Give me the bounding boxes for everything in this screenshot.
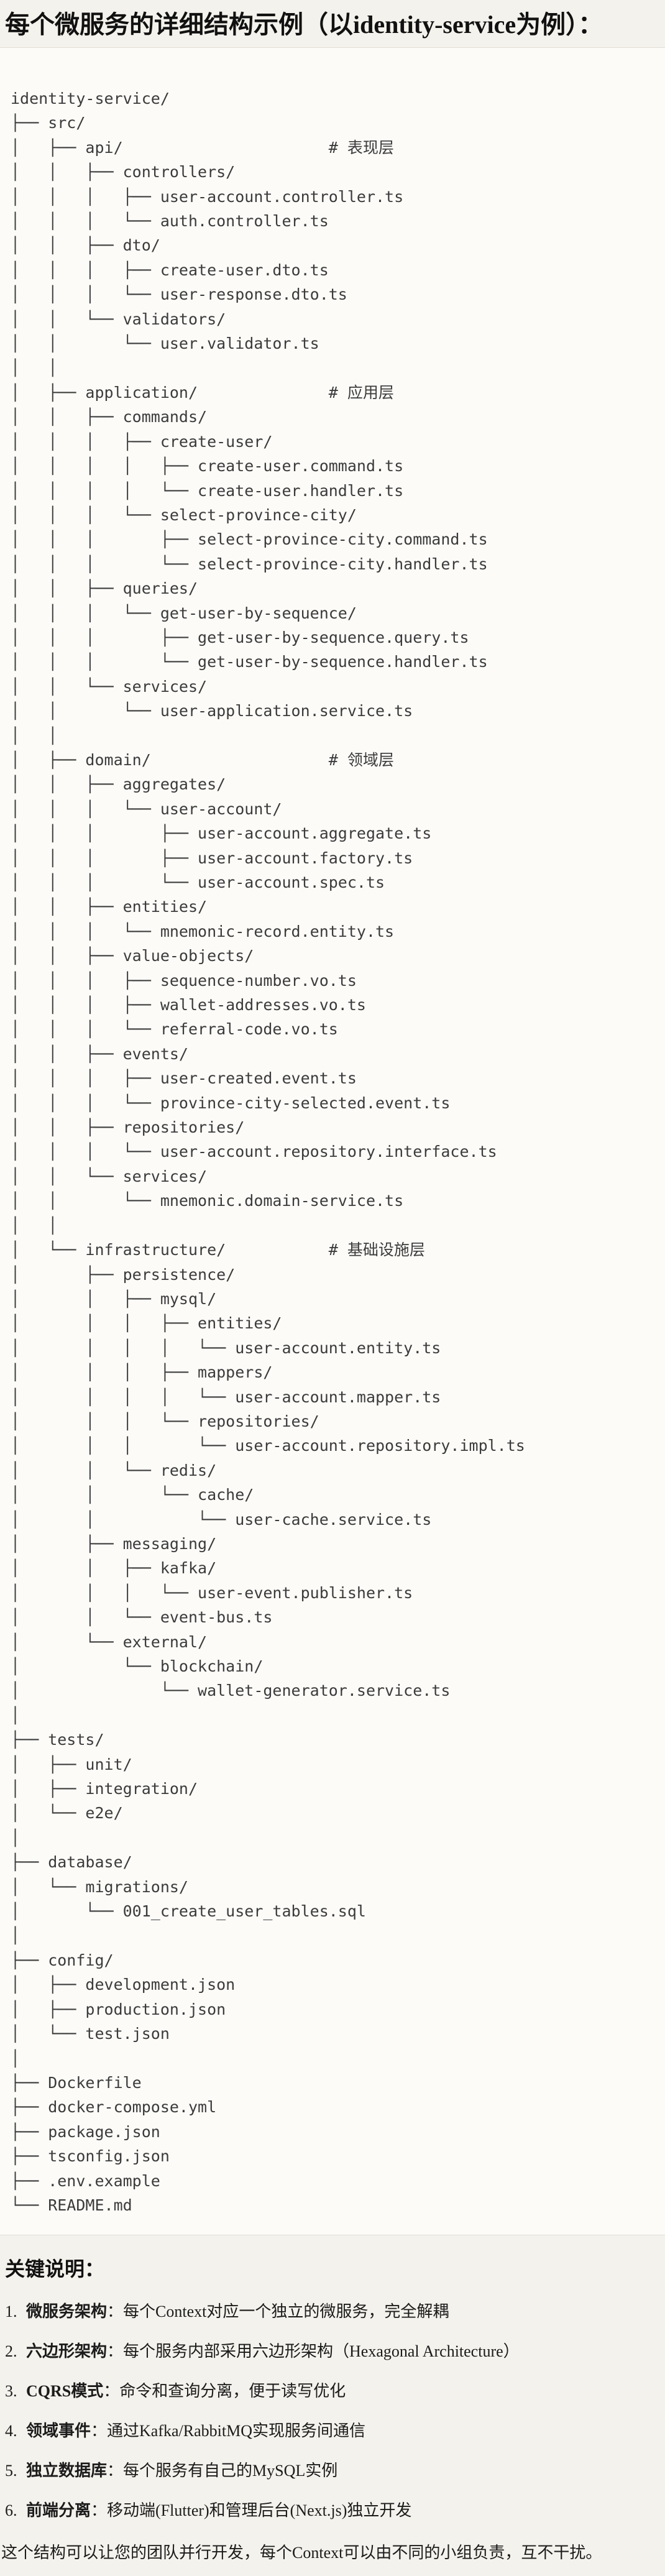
note-number: 3. [5, 2381, 17, 2400]
page-title: 每个微服务的详细结构示例（以identity-service为例）： [5, 11, 603, 39]
note-text: 每个服务内部采用六边形架构（Hexagonal Architecture） [123, 2342, 520, 2360]
note-colon: ： [91, 2501, 108, 2519]
notes-section: 关键说明： 1.微服务架构：每个Context对应一个独立的微服务，完全解耦 2… [0, 2256, 665, 2576]
note-label: 六边形架构 [26, 2342, 108, 2360]
note-colon: ： [103, 2381, 120, 2400]
note-item: 5. 独立数据库：每个服务有自己的MySQL实例 [5, 2460, 660, 2482]
note-number: 2. [5, 2342, 17, 2360]
file-tree: identity-service/ ├── src/ │ ├── api/ # … [11, 90, 525, 2214]
note-label: 独立数据库 [26, 2461, 108, 2480]
note-label: 前端分离 [26, 2501, 91, 2519]
note-item: 1. 微服务架构：每个Context对应一个独立的微服务，完全解耦 [5, 2301, 660, 2322]
note-item: 2. 六边形架构：每个服务内部采用六边形架构（Hexagonal Architec… [5, 2341, 660, 2362]
note-number: 5. [5, 2461, 17, 2480]
title-bar: 每个微服务的详细结构示例（以identity-service为例）： [0, 0, 665, 47]
note-item: 4. 领域事件：通过Kafka/RabbitMQ实现服务间通信 [5, 2421, 660, 2442]
code-block: identity-service/ ├── src/ │ ├── api/ # … [0, 47, 665, 2236]
note-text: 命令和查询分离，便于读写优化 [119, 2381, 346, 2400]
note-colon: ： [107, 2461, 124, 2480]
note-colon: ： [107, 2302, 124, 2321]
note-label: 微服务架构 [26, 2302, 108, 2321]
note-number: 4. [5, 2421, 17, 2440]
note-colon: ： [91, 2421, 108, 2440]
note-text: 移动端(Flutter)和管理后台(Next.js)独立开发 [107, 2501, 412, 2519]
note-number: 6. [5, 2501, 17, 2519]
note-text: 每个服务有自己的MySQL实例 [123, 2461, 338, 2480]
note-label: 领域事件 [26, 2421, 91, 2440]
note-item: 3. CQRS模式：命令和查询分离，便于读写优化 [5, 2381, 660, 2402]
closing-paragraph: 这个结构可以让您的团队并行开发，每个Context可以由不同的小组负责，互不干扰… [1, 2543, 602, 2562]
note-number: 1. [5, 2302, 17, 2321]
note-text: 通过Kafka/RabbitMQ实现服务间通信 [107, 2421, 365, 2440]
note-label: CQRS模式 [26, 2381, 104, 2400]
note-item: 6. 前端分离：移动端(Flutter)和管理后台(Next.js)独立开发 [5, 2500, 660, 2521]
note-text: 每个Context对应一个独立的微服务，完全解耦 [123, 2302, 449, 2321]
note-colon: ： [107, 2342, 124, 2360]
section-heading: 关键说明： [5, 2258, 105, 2281]
